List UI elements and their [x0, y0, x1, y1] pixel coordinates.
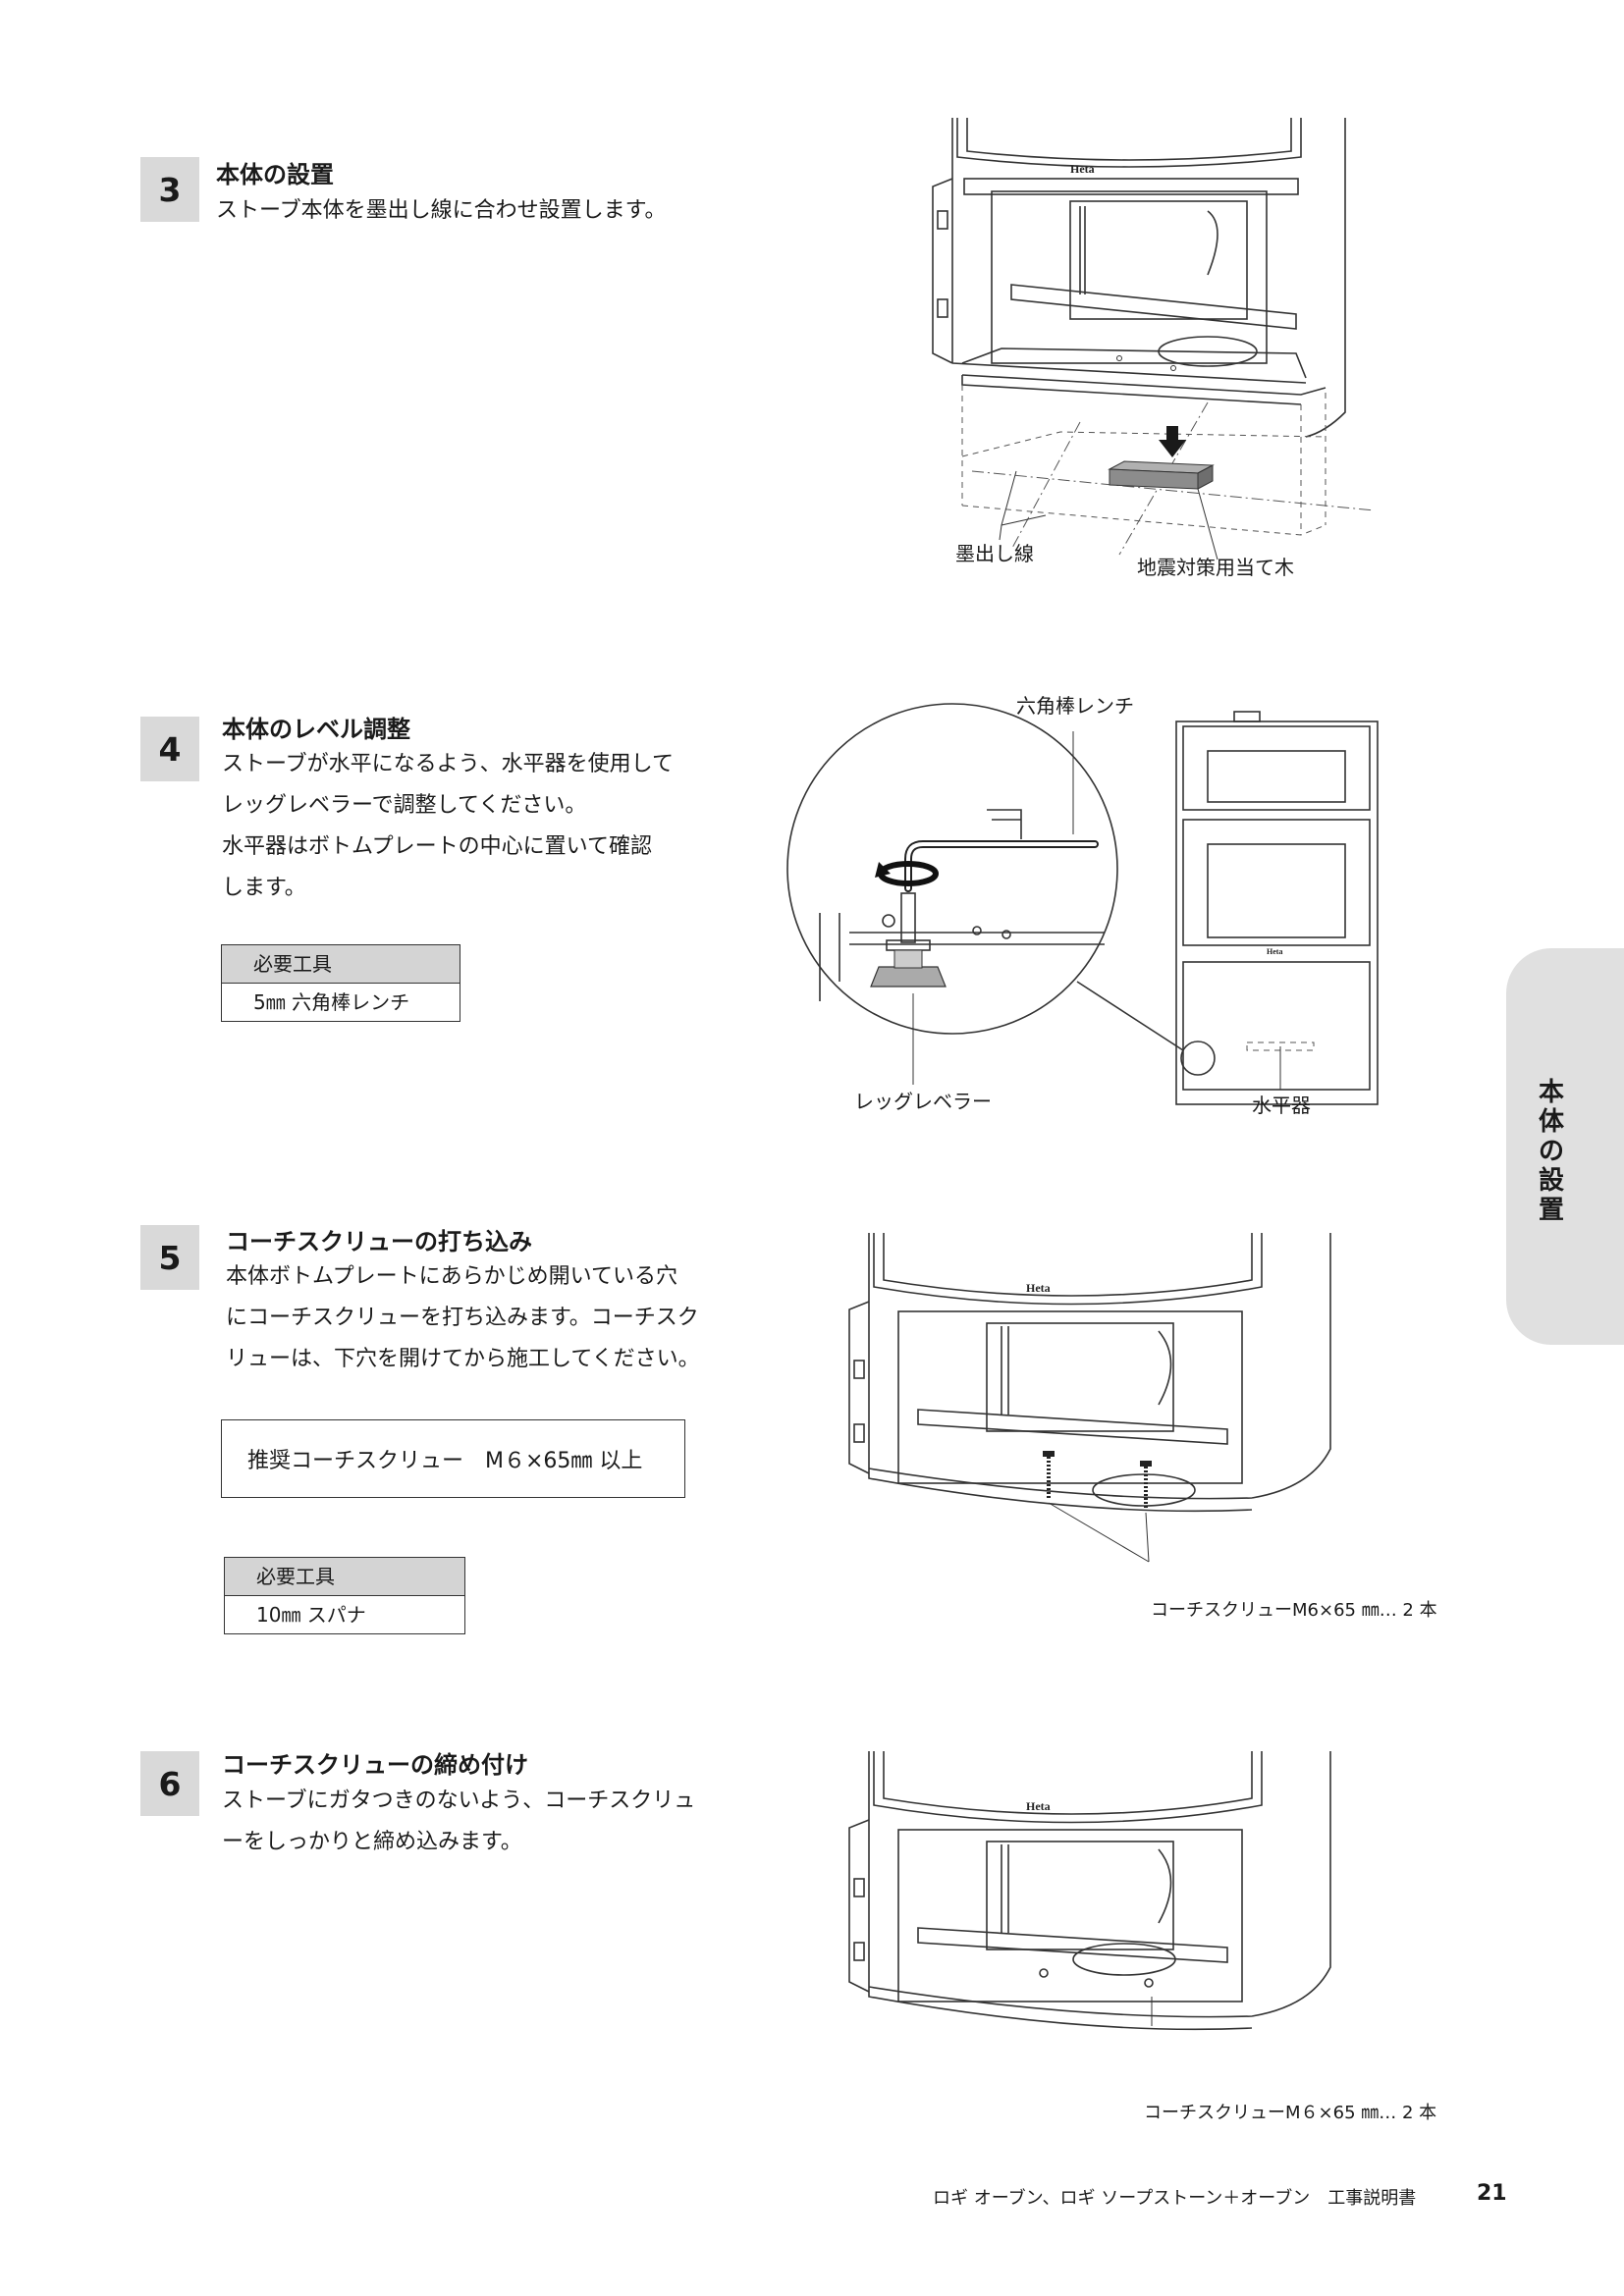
- step-4-line: ストーブが水平になるよう、水平器を使用して: [222, 752, 675, 776]
- step-4-line: レッグレベラーで調整してください。: [222, 793, 587, 818]
- fig3-brand: Heta: [1070, 162, 1095, 176]
- step-3-body: ストーブ本体を墨出し線に合わせ設置します。: [216, 190, 666, 232]
- step-number-5: 5: [140, 1225, 199, 1290]
- fig3-label-wood: 地震対策用当て木: [1137, 556, 1294, 579]
- fig6-brand: Heta: [1026, 1799, 1051, 1813]
- fig5-label-screw: コーチスクリューM6×65 ㎜… 2 本: [1151, 1600, 1437, 1621]
- side-tab: [1506, 948, 1624, 1345]
- step-number-3: 3: [140, 157, 199, 222]
- step-5-title: コーチスクリューの打ち込み: [226, 1228, 532, 1255]
- step-4-tool-box: 必要工具 5㎜ 六角棒レンチ: [221, 944, 460, 1022]
- step-5-tool-box: 必要工具 10㎜ スパナ: [224, 1557, 465, 1634]
- footer-title: ロギ オーブン、ロギ ソープストーン＋オーブン 工事説明書: [933, 2188, 1417, 2209]
- step-5-line: リューは、下穴を開けてから施工してください。: [226, 1347, 700, 1371]
- fig4-brand: Heta: [1267, 947, 1282, 956]
- tool-box-header: 必要工具: [225, 1558, 464, 1596]
- step-6-body: ストーブにガタつきのないよう、コーチスクリュ ーをしっかりと締め込みます。: [222, 1781, 695, 1863]
- figure-screw-tightening: Heta: [848, 1751, 1331, 2031]
- step-6-line: ストーブにガタつきのないよう、コーチスクリュ: [222, 1789, 696, 1813]
- step-3-title: 本体の設置: [216, 161, 334, 188]
- fig5-brand: Heta: [1026, 1281, 1051, 1295]
- fig4-label-wrench: 六角棒レンチ: [1016, 694, 1134, 718]
- fig3-label-marking: 墨出し線: [955, 542, 1034, 565]
- step-6-line: ーをしっかりと締め込みます。: [222, 1830, 522, 1854]
- figure-screw-insertion: Heta: [848, 1233, 1331, 1563]
- fig4-label-leveler: レッグレベラー: [854, 1090, 992, 1113]
- tool-box-header: 必要工具: [222, 945, 460, 984]
- step-4-line: 水平器はボトムプレートの中心に置いて確認: [222, 834, 653, 859]
- step-5-body: 本体ボトムプレートにあらかじめ開いている穴 にコーチスクリューを打ち込みます。コ…: [226, 1256, 700, 1380]
- recommended-screw-box: 推奨コーチスクリュー M６×65㎜ 以上: [221, 1419, 685, 1498]
- step-6-title: コーチスクリューの締め付け: [222, 1751, 528, 1779]
- step-number-6: 6: [140, 1751, 199, 1816]
- page-number: 21: [1477, 2181, 1507, 2206]
- step-3-line: ストーブ本体を墨出し線に合わせ設置します。: [216, 198, 667, 223]
- side-tab-text: 本体の設置: [1538, 1078, 1564, 1225]
- step-5-line: にコーチスクリューを打ち込みます。コーチスク: [226, 1306, 699, 1330]
- fig6-label-screw: コーチスクリューM６×65 ㎜… 2 本: [1144, 2103, 1437, 2123]
- figure-level-adjustment: Heta: [786, 703, 1379, 1105]
- tool-box-value: 5㎜ 六角棒レンチ: [253, 990, 410, 1014]
- step-4-body: ストーブが水平になるよう、水平器を使用して レッグレベラーで調整してください。 …: [222, 744, 674, 909]
- figure-stove-placement: Heta: [932, 118, 1376, 561]
- step-4-title: 本体のレベル調整: [222, 716, 410, 743]
- step-number-4: 4: [140, 717, 199, 781]
- step-5-line: 本体ボトムプレートにあらかじめ開いている穴: [226, 1264, 678, 1289]
- tool-box-value: 10㎜ スパナ: [256, 1603, 366, 1627]
- step-4-line: します。: [222, 876, 306, 900]
- fig4-label-level: 水平器: [1252, 1094, 1311, 1117]
- side-tab-label: 本体の設置: [1532, 1078, 1571, 1225]
